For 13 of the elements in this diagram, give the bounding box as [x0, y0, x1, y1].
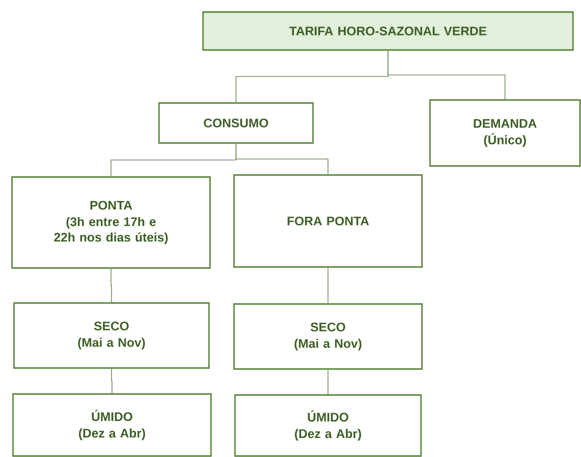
process-box: ÚMIDO (Dez a Abr): [12, 393, 212, 457]
process-box: SECO (Mai a Nov): [233, 303, 423, 370]
process-box: FORA PONTA: [233, 174, 423, 268]
connector-line: [236, 143, 328, 175]
process-box: CONSUMO: [158, 102, 314, 144]
connector-line: [388, 50, 506, 100]
title-box: TARIFA HORO-SAZONAL VERDE: [202, 11, 574, 51]
process-box: ÚMIDO (Dez a Abr): [234, 394, 422, 457]
connector-line: [110, 268, 112, 303]
process-box: DEMANDA (Único): [429, 99, 581, 167]
connector-line: [111, 368, 112, 394]
process-box: PONTA (3h entre 17h e 22h nos dias úteis): [11, 176, 211, 269]
process-box: SECO (Mai a Nov): [13, 302, 210, 369]
